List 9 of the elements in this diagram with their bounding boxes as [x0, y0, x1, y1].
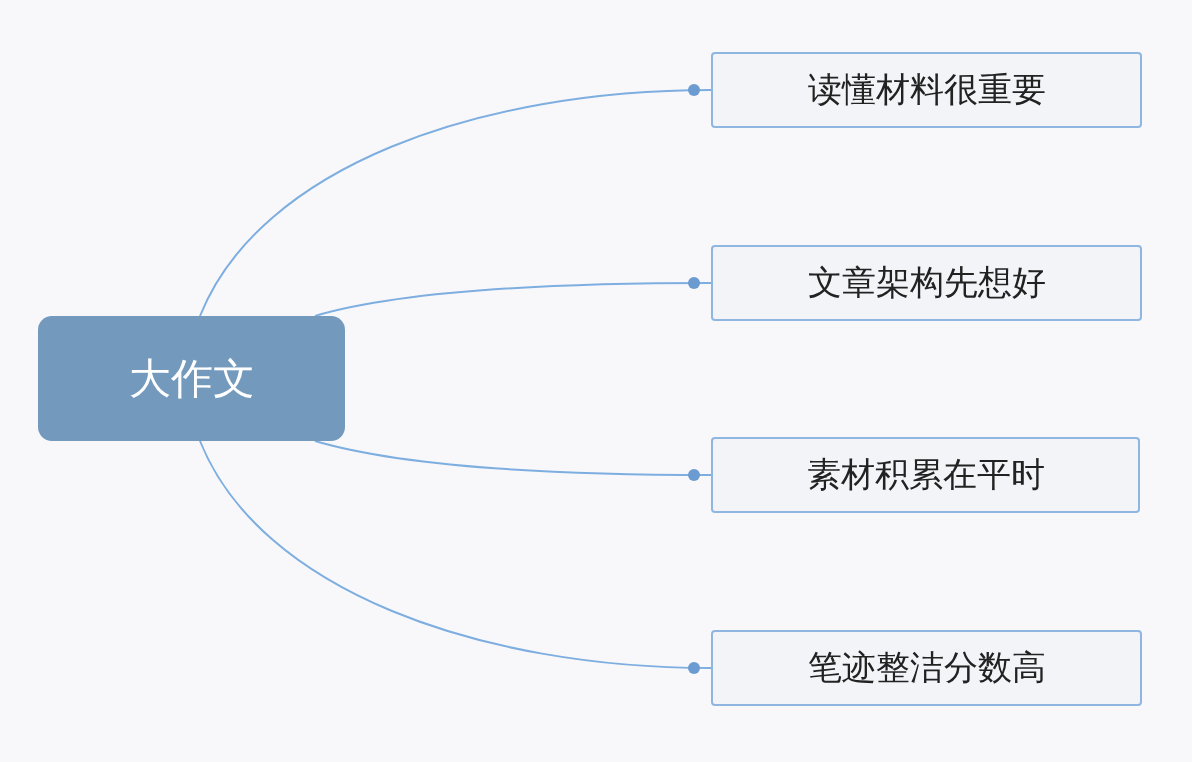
subtopic-box: 文章架构先想好 — [711, 245, 1142, 321]
connector — [314, 440, 712, 481]
subtopic-box: 素材积累在平时 — [711, 437, 1140, 513]
subtopic-box: 笔迹整洁分数高 — [711, 630, 1142, 706]
connector — [199, 84, 712, 317]
subtopic-box: 读懂材料很重要 — [711, 52, 1142, 128]
topic-box: 大作文 — [38, 316, 345, 441]
connector — [199, 440, 712, 674]
connector — [314, 277, 712, 317]
